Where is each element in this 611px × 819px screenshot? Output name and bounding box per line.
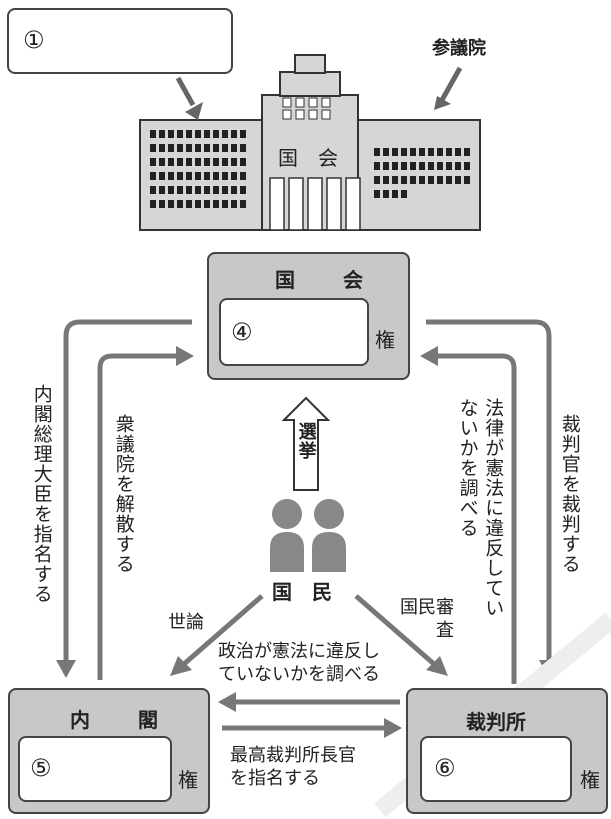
election-label: 選挙 bbox=[295, 422, 317, 460]
label-court-to-diet: 法律が憲法に違反していないかを調べる bbox=[456, 398, 505, 618]
diet-blank: ④ bbox=[219, 298, 369, 366]
court-box: 裁判所 ⑥ 権 bbox=[406, 688, 608, 814]
people-label: 国 民 bbox=[272, 580, 332, 604]
arrow-court-to-diet bbox=[438, 353, 517, 684]
people-icon bbox=[270, 499, 346, 572]
cabinet-blank: ⑤ bbox=[18, 736, 172, 802]
label-cabinet-to-diet: 衆議院を解散する bbox=[112, 414, 135, 574]
label-court-to-cabinet: 政治が憲法に違反し ていないかを調べる bbox=[218, 641, 380, 686]
diet-building-illustration bbox=[139, 54, 481, 231]
arrow-national-review bbox=[354, 594, 436, 666]
diet-power-suffix: 権 bbox=[375, 328, 395, 352]
arrow-diet-to-cabinet bbox=[63, 319, 192, 660]
pointer-arrows bbox=[175, 66, 463, 107]
label-diet-to-court: 裁判官を裁判する bbox=[558, 414, 581, 574]
box-number-1: ① bbox=[23, 26, 45, 54]
label-public-opinion: 世論 bbox=[168, 612, 204, 633]
court-power-suffix: 権 bbox=[580, 768, 600, 792]
box-number-6: ⑥ bbox=[434, 754, 456, 782]
seated-members-right bbox=[374, 148, 470, 198]
court-blank: ⑥ bbox=[420, 736, 572, 802]
pointer-arrowhead-left bbox=[185, 102, 203, 120]
seated-members-left bbox=[150, 130, 246, 208]
diet-box: 国 会 ④ 権 bbox=[207, 252, 410, 380]
top-blank-box: ① bbox=[7, 8, 233, 74]
box-number-4: ④ bbox=[231, 318, 253, 346]
label-cabinet-to-court: 最高裁判所長官 を指名する bbox=[230, 745, 356, 790]
cabinet-box: 内 閣 ⑤ 権 bbox=[8, 688, 210, 814]
diet-box-title: 国 会 bbox=[275, 268, 377, 292]
label-diet-to-cabinet: 内閣総理大臣を指名する bbox=[30, 384, 53, 604]
label-national-review: 国民審査 bbox=[400, 597, 454, 642]
arrow-diet-to-court bbox=[426, 319, 552, 660]
court-box-title: 裁判所 bbox=[466, 710, 526, 734]
arrow-public-opinion bbox=[182, 594, 264, 666]
pointer-arrowhead-right bbox=[434, 96, 451, 110]
election-arrow bbox=[281, 396, 331, 491]
cabinet-power-suffix: 権 bbox=[178, 768, 198, 792]
house-of-councillors-label: 参議院 bbox=[432, 38, 486, 59]
box-number-5: ⑤ bbox=[30, 754, 52, 782]
building-label: 国 会 bbox=[278, 146, 338, 170]
cabinet-box-title: 内 閣 bbox=[70, 708, 172, 732]
arrow-cabinet-to-diet bbox=[97, 353, 176, 680]
